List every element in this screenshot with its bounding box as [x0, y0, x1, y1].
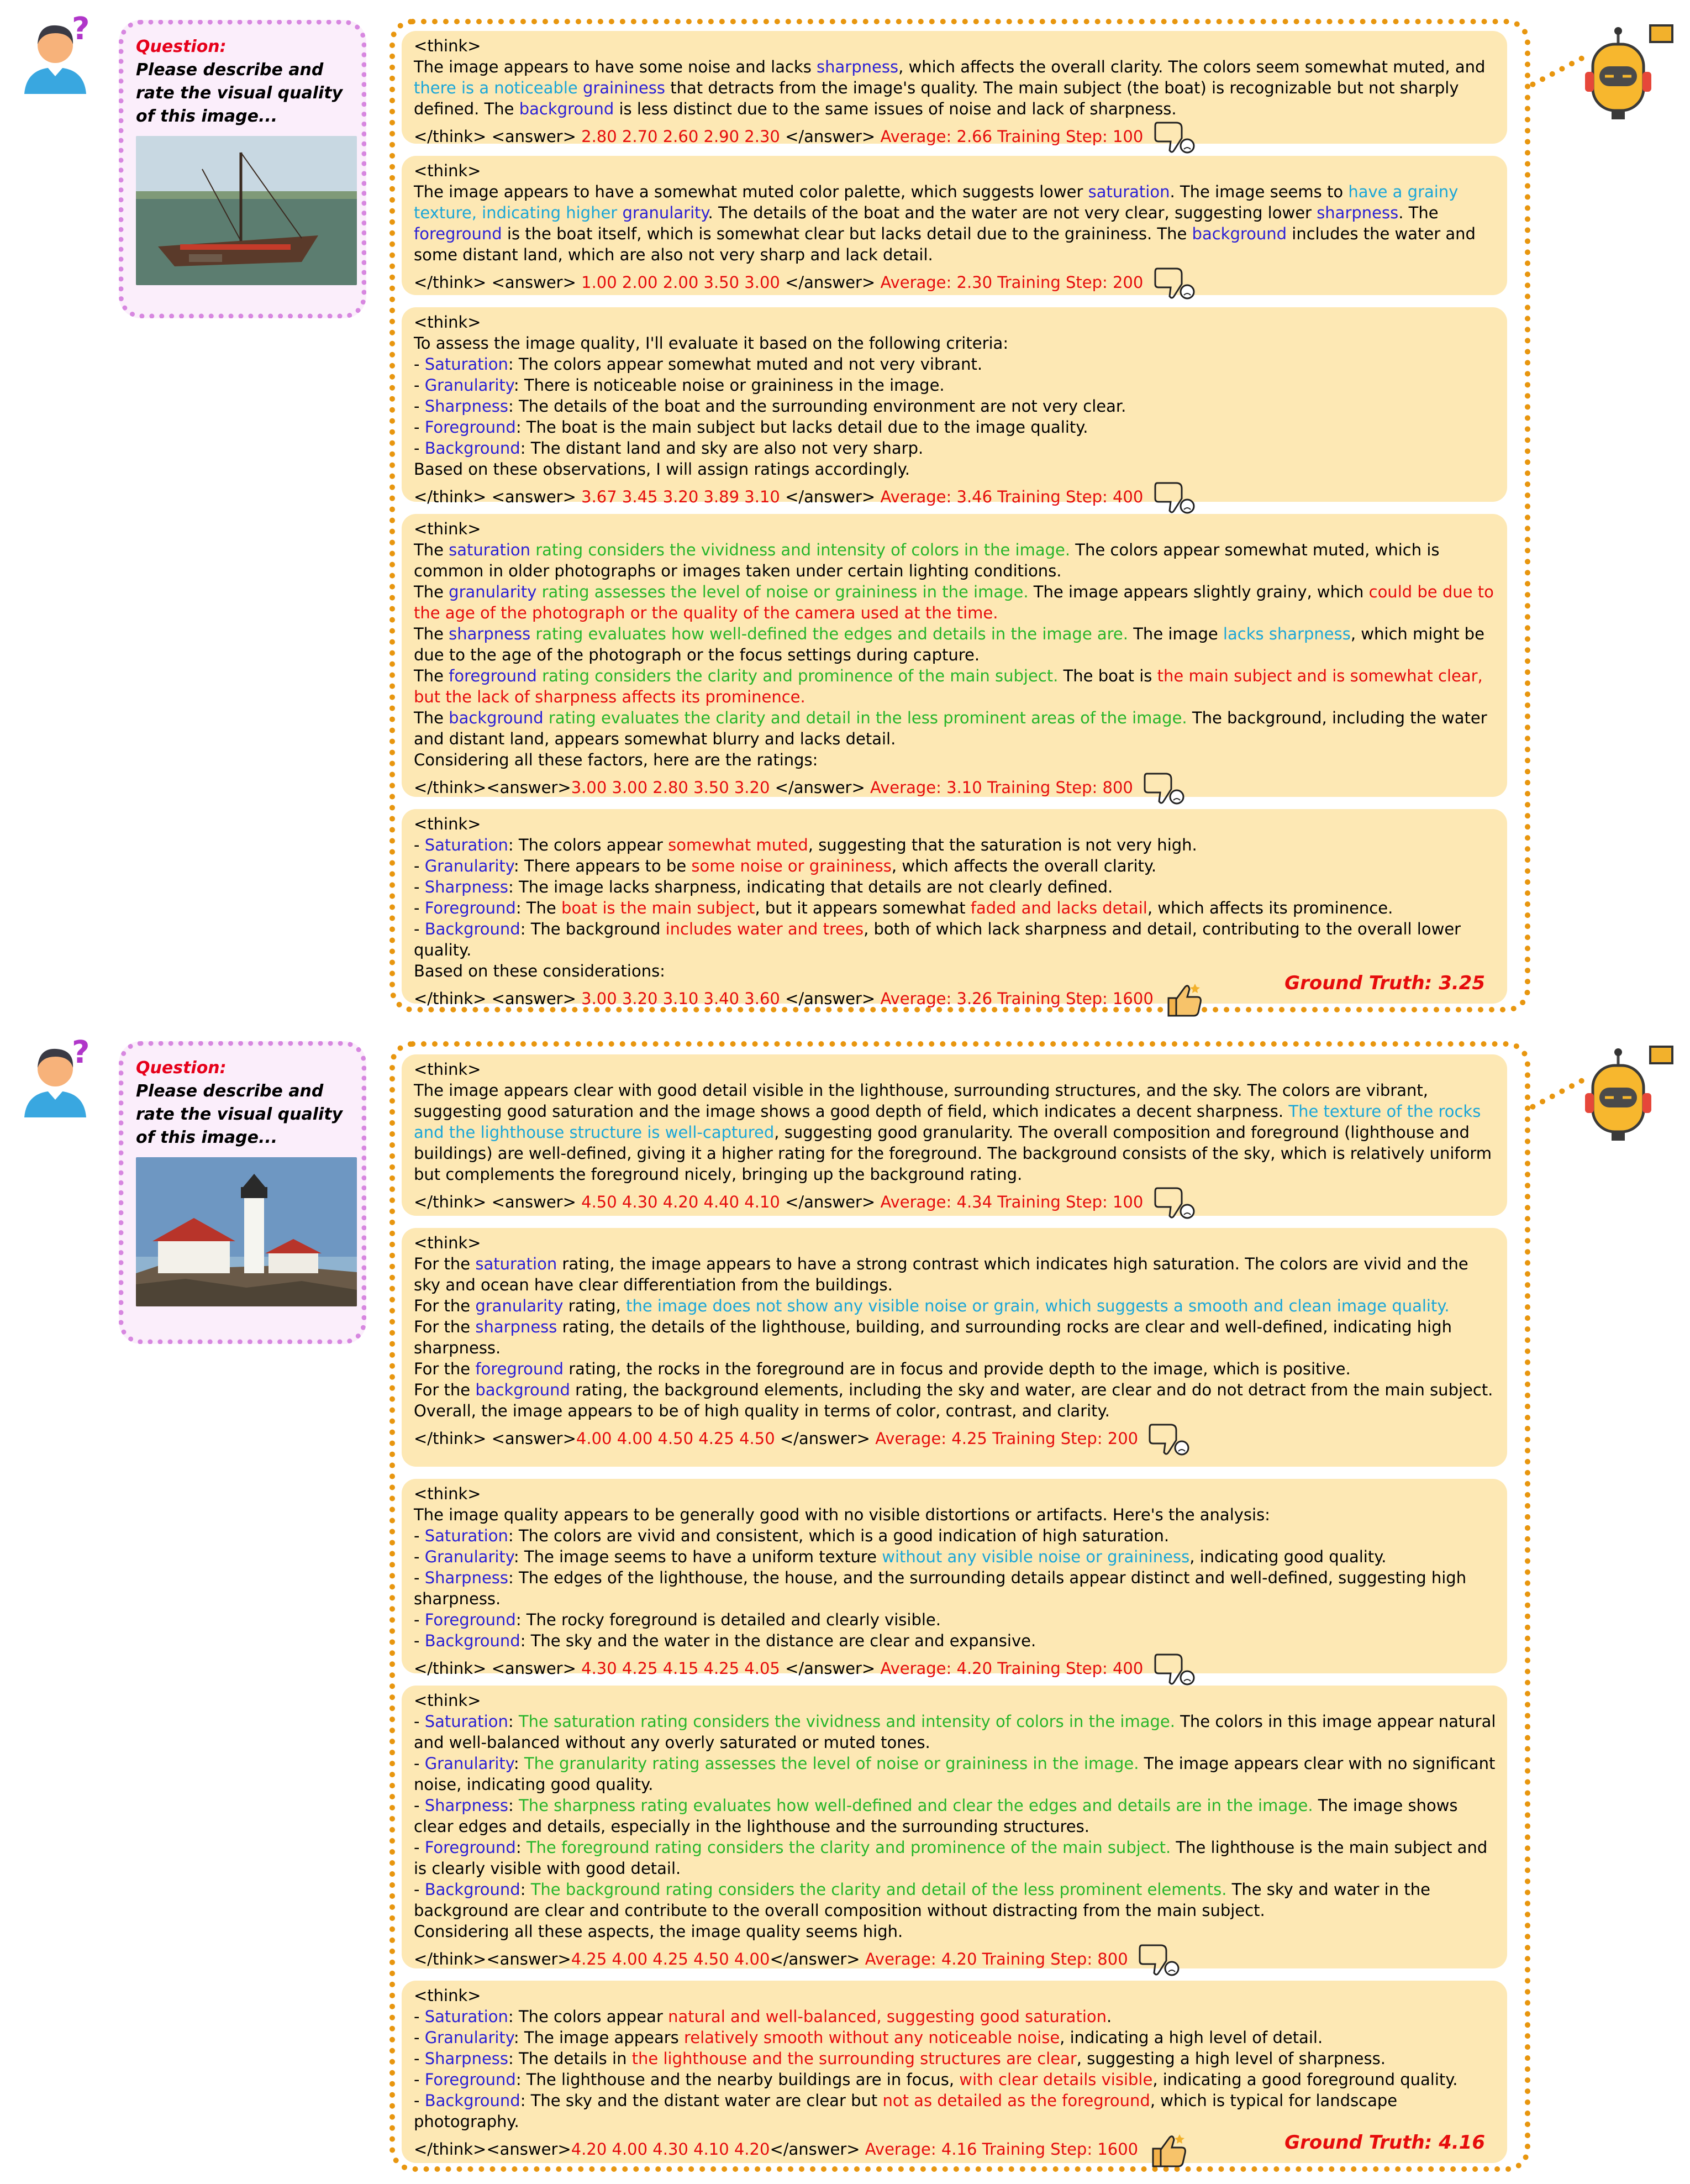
ground-truth: Ground Truth: 4.16	[1284, 2132, 1485, 2154]
thumbs-down-icon	[1154, 1653, 1195, 1686]
question-text: Please describe and rate the visual qual…	[136, 1082, 343, 1147]
question-box: Question: Please describe and rate the v…	[119, 20, 366, 318]
thumbs-down-icon	[1139, 1944, 1180, 1976]
response-card: <think> To assess the image quality, I'l…	[402, 307, 1507, 514]
response-card: <think> The image appears clear with goo…	[402, 1054, 1507, 1219]
question-box: Question: Please describe and rate the v…	[119, 1041, 366, 1344]
question-title: Question:	[136, 1058, 227, 1078]
thumbs-down-icon	[1144, 773, 1184, 805]
thumbs-down-icon	[1154, 482, 1195, 514]
connector	[1529, 1077, 1586, 1111]
response-card: <think> - Saturation: The saturation rat…	[402, 1686, 1507, 1976]
response-card: <think> For the saturation rating, the i…	[402, 1228, 1507, 1467]
user-avatar-icon	[24, 25, 86, 94]
response-card: <think> The image appears to have a some…	[402, 156, 1507, 300]
response-card: <think> - Saturation: The colors appear …	[402, 1981, 1507, 2167]
ground-truth: Ground Truth: 3.25	[1284, 972, 1485, 994]
response-card: <think> The image appears to have some n…	[402, 31, 1507, 154]
question-mark-icon: ?	[72, 11, 90, 47]
connector	[1529, 54, 1586, 88]
user-avatar-icon	[24, 1048, 86, 1117]
thumbs-down-icon	[1149, 1424, 1189, 1456]
response-card: <think> - Saturation: The colors appear …	[402, 809, 1507, 1017]
robot-icon	[1585, 1046, 1673, 1141]
example-boat: ? Question: Please describe and rate the…	[0, 0, 1690, 1028]
question-mark-icon: ?	[72, 1035, 90, 1070]
thumbs-down-icon	[1154, 122, 1195, 154]
lighthouse-photo	[136, 1157, 357, 1306]
response-card: <think> The image quality appears to be …	[402, 1479, 1507, 1686]
response-card: <think> The saturation rating considers …	[402, 514, 1507, 805]
thumbs-up-icon	[1152, 2134, 1187, 2167]
example-lighthouse: ? Question: Please describe and rate the…	[0, 1028, 1690, 2184]
thumbs-down-icon	[1154, 267, 1195, 300]
robot-icon	[1585, 24, 1673, 119]
question-title: Question:	[136, 37, 227, 56]
thumbs-down-icon	[1154, 1187, 1195, 1219]
thumbs-up-icon	[1167, 984, 1202, 1017]
boat-photo	[136, 136, 357, 285]
question-text: Please describe and rate the visual qual…	[136, 60, 343, 126]
